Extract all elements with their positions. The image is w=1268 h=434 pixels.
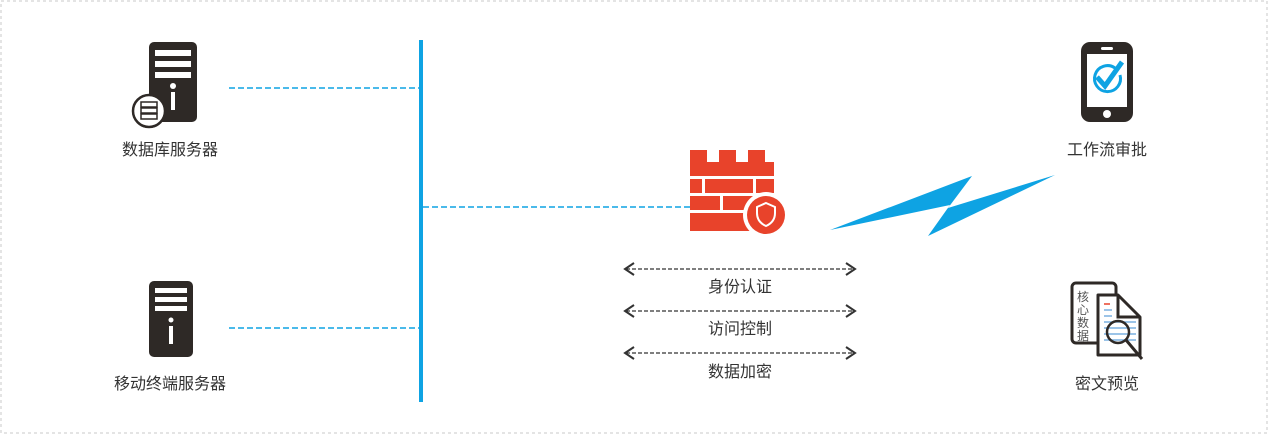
encrypted-document-preview-icon: 核 心 数 据: [1070, 281, 1144, 360]
feature-arrow-1: [623, 262, 857, 276]
wireless-link-icon: [830, 175, 1055, 236]
svg-text:数: 数: [1077, 315, 1089, 330]
feature-label-encrypt: 数据加密: [708, 362, 772, 381]
database-server-icon: [131, 42, 197, 129]
db-server-label: 数据库服务器: [122, 140, 218, 159]
workflow-label: 工作流审批: [1067, 140, 1147, 159]
mobile-server-icon: [149, 281, 193, 357]
feature-label-auth: 身份认证: [708, 277, 772, 296]
preview-label: 密文预览: [1075, 374, 1139, 393]
feature-label-access: 访问控制: [708, 319, 772, 338]
svg-text:核: 核: [1077, 290, 1089, 304]
svg-text:据: 据: [1077, 329, 1089, 343]
feature-arrow-3: [623, 346, 857, 360]
feature-arrow-2: [623, 304, 857, 318]
mobile-server-label: 移动终端服务器: [114, 374, 226, 393]
firewall-icon: [690, 150, 789, 238]
svg-text:心: 心: [1077, 303, 1089, 317]
phone-check-icon: [1081, 42, 1133, 122]
